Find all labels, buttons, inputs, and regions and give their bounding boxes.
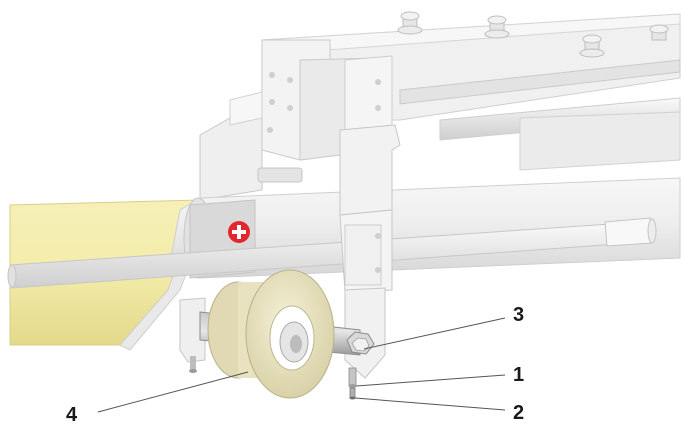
top-bolts (397, 11, 669, 58)
callout-3-label: 3 (513, 304, 525, 326)
bolt-tip (349, 387, 356, 400)
callout-2-label: 2 (513, 402, 525, 424)
holder-arm (339, 124, 401, 379)
front-rod (7, 217, 657, 289)
leader-line-1 (355, 374, 506, 387)
leader-line-4 (97, 371, 249, 413)
leader-lines (97, 317, 506, 413)
pin-tip (348, 367, 357, 388)
swiss-cross-icon (228, 221, 250, 243)
roller-wheel (207, 269, 335, 399)
bracket-block (199, 39, 393, 201)
lower-left-bracket (179, 297, 206, 373)
leader-line-3 (363, 317, 506, 350)
leader-line-2 (354, 397, 506, 411)
callout-4-label: 4 (66, 404, 78, 426)
callout-1-label: 1 (513, 364, 525, 386)
